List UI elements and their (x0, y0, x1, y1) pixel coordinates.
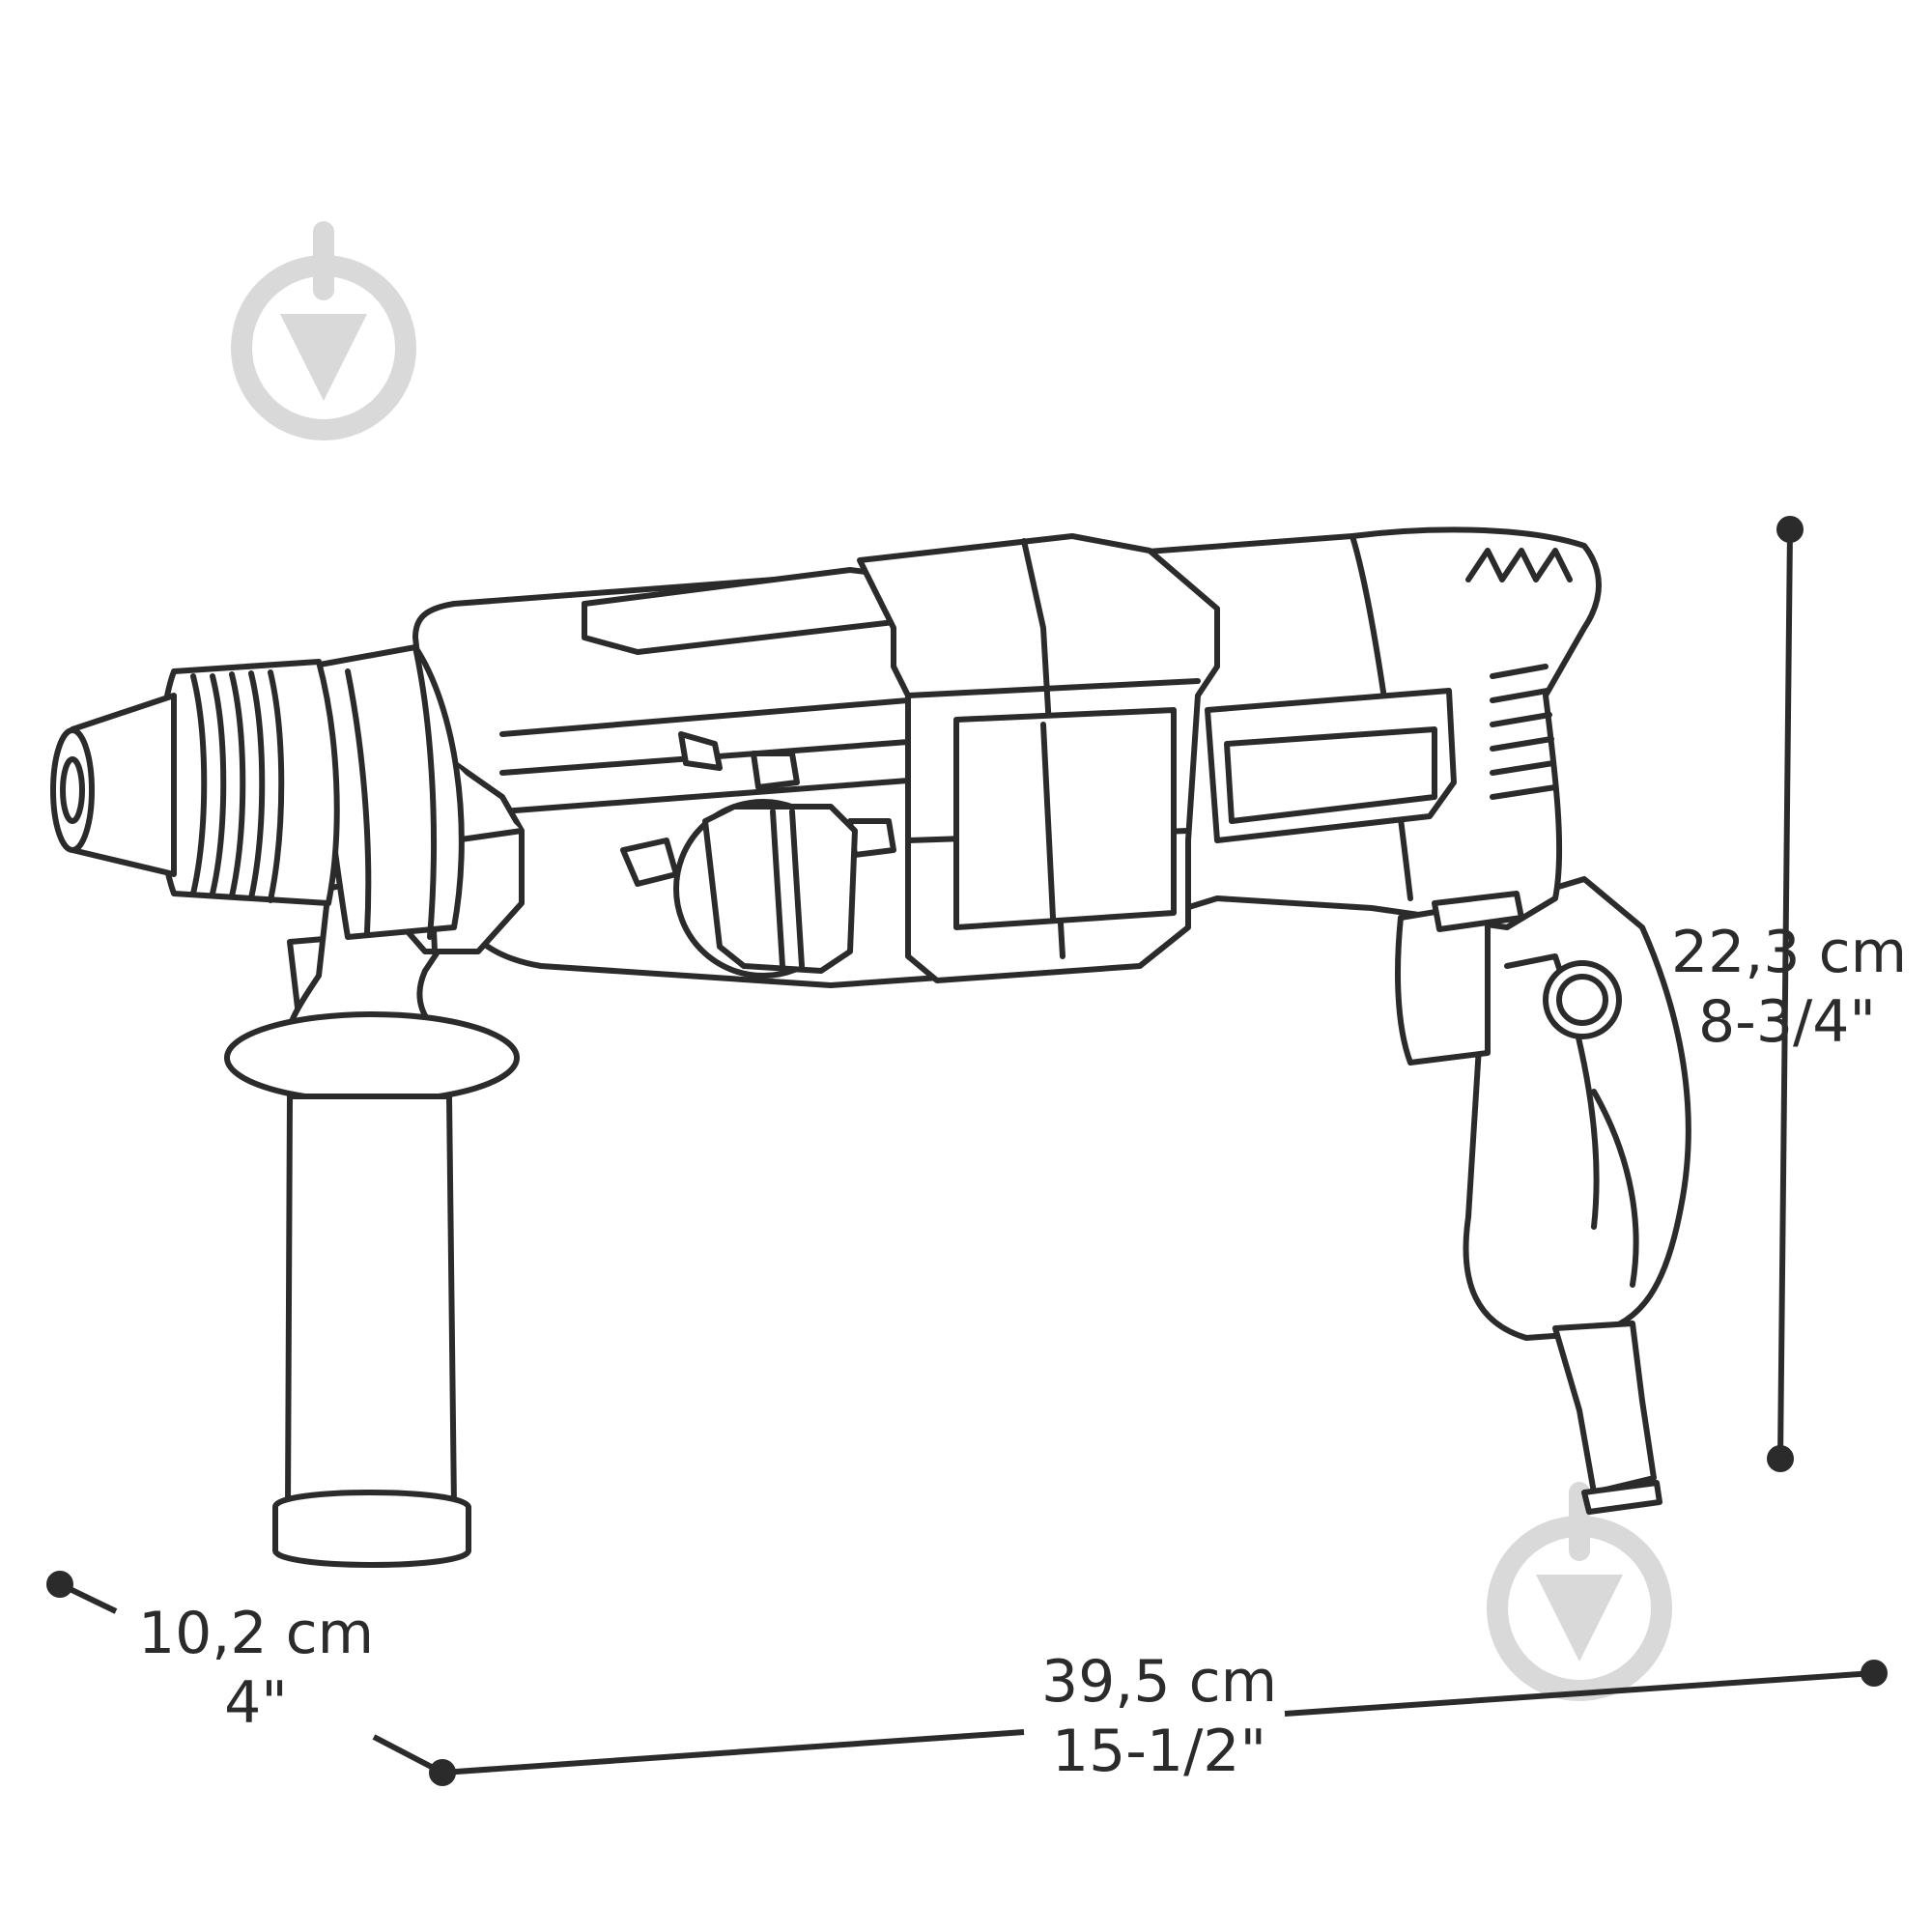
side-handle (224, 857, 520, 1568)
mode-selector-dial (620, 731, 896, 979)
pin-watermark-icon (1487, 1482, 1672, 1701)
height-dimension-line (1767, 516, 1804, 1472)
depth-imperial: 4" (224, 1669, 288, 1737)
sds-chuck (50, 659, 340, 906)
depth-dimension-line (46, 1571, 444, 1776)
depth-metric: 10,2 cm (137, 1600, 375, 1667)
height-metric: 22,3 cm (1671, 919, 1908, 986)
lock-button (1543, 960, 1622, 1039)
gear-housing-collar (306, 644, 465, 940)
height-dimension-label: 22,3 cm 8-3/4" (1671, 918, 1908, 1057)
housing-clamp (857, 533, 1220, 983)
width-metric: 39,5 cm (1040, 1648, 1278, 1716)
vent-slots (1490, 664, 1558, 800)
width-dimension-label: 39,5 cm 15-1/2" (1019, 1647, 1299, 1786)
housing-window (1205, 688, 1457, 843)
top-vents (1465, 548, 1573, 582)
rotary-hammer-drill (50, 526, 1691, 1568)
pin-watermark-icon (231, 221, 416, 440)
width-imperial: 15-1/2" (1051, 1718, 1267, 1785)
depth-dimension-label: 10,2 cm 4" (126, 1599, 386, 1738)
power-cord-guard (1552, 1321, 1662, 1515)
width-dimension-line (429, 1660, 1888, 1786)
trigger-switch (1395, 891, 1524, 1065)
height-imperial: 8-3/4" (1698, 988, 1876, 1056)
rear-handle (1463, 876, 1691, 1341)
